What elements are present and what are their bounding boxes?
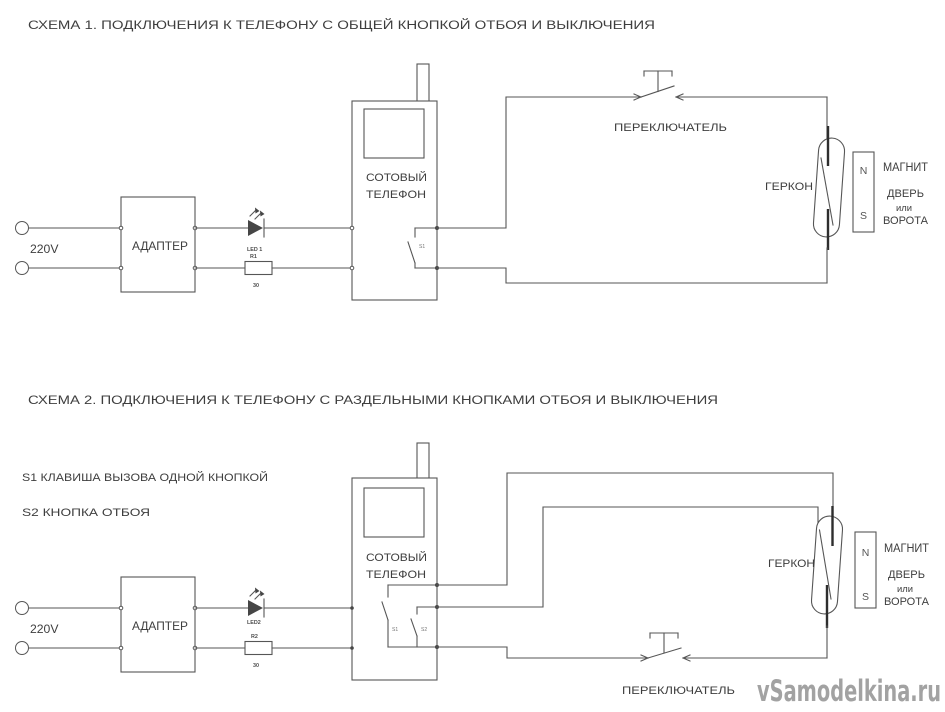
note-s1: S1 КЛАВИША ВЫЗОВА ОДНОЙ КНОПКОЙ — [22, 471, 268, 484]
phone-screen — [363, 108, 425, 159]
scheme1-title: СХЕМА 1. ПОДКЛЮЧЕНИЯ К ТЕЛЕФОНУ С ОБЩЕЙ … — [28, 17, 655, 32]
reed-label: ГЕРКОН — [768, 558, 815, 570]
reed-label: ГЕРКОН — [765, 181, 813, 193]
power-source-1: 220V — [15, 221, 122, 275]
adapter-box — [120, 196, 196, 293]
terminal-icon — [15, 261, 29, 275]
terminal-icon — [15, 641, 29, 655]
voltage-label: 220V — [30, 622, 59, 636]
magnet-2: N S МАГНИТ ДВЕРЬ или ВОРОТА — [854, 531, 930, 609]
resistor-icon — [244, 640, 273, 656]
scheme2-title: СХЕМА 2. ПОДКЛЮЧЕНИЯ К ТЕЛЕФОНУ С РАЗДЕЛ… — [28, 393, 718, 407]
resistor-icon — [244, 260, 273, 276]
led-icon — [248, 220, 263, 236]
toggle-switch-2: ПЕРЕКЛЮЧАТЕЛЬ — [436, 632, 828, 697]
phone-screen — [363, 487, 425, 538]
magnet-label: МАГНИТ — [883, 162, 928, 174]
note-s2: S2 КНОПКА ОТБОЯ — [22, 507, 150, 519]
phone-label-1: СОТОВЫЙ — [366, 171, 427, 184]
toggle-switch-1: ПЕРЕКЛЮЧАТЕЛЬ — [436, 70, 828, 229]
terminal-icon — [15, 601, 29, 615]
door-label-1: ДВЕРЬ — [888, 569, 925, 581]
phone-1: СОТОВЫЙ ТЕЛЕФОН S1 — [349, 63, 439, 301]
adapter-label: АДАПТЕР — [132, 241, 188, 253]
door-label-3: ВОРОТА — [883, 215, 929, 227]
reed-switch-1: ГЕРКОН — [436, 96, 846, 284]
toggle-label: ПЕРЕКЛЮЧАТЕЛЬ — [622, 685, 735, 697]
switch-s2-icon: S2 — [410, 606, 438, 648]
resistor-2: R2 30 — [194, 634, 353, 669]
phone-label-2: ТЕЛЕФОН — [366, 189, 426, 201]
door-label-3: ВОРОТА — [884, 596, 930, 608]
door-label-2: или — [897, 584, 913, 594]
antenna-icon — [416, 442, 430, 480]
magnet-icon — [854, 531, 877, 609]
magnet-1: N S МАГНИТ ДВЕРЬ или ВОРОТА — [852, 151, 929, 233]
adapter-label: АДАПТЕР — [132, 621, 188, 633]
phone-switch-icon: S1 — [407, 227, 438, 269]
watermark: vSamodelkina.ru — [757, 674, 941, 708]
phone-2: СОТОВЫЙ ТЕЛЕФОН S1 S2 — [350, 442, 439, 681]
terminal-icon — [15, 221, 29, 235]
antenna-icon — [416, 63, 430, 103]
resistor-label: R1 — [250, 254, 257, 260]
phone-label-1: СОТОВЫЙ — [366, 551, 427, 564]
led-1: LED 1 — [194, 207, 353, 253]
resistor-1: R1 30 — [194, 254, 353, 289]
wiring-2 — [436, 472, 834, 608]
reed-switch-2: ГЕРКОН — [768, 506, 844, 659]
phone-label-2: ТЕЛЕФОН — [366, 569, 426, 581]
led-label: LED 1 — [247, 247, 262, 253]
magnet-s: S — [862, 591, 869, 603]
power-source-2: 220V — [15, 601, 122, 655]
reed-capsule-icon — [810, 515, 844, 615]
scheme1: СХЕМА 1. ПОДКЛЮЧЕНИЯ К ТЕЛЕФОНУ С ОБЩЕЙ … — [15, 17, 929, 301]
led-icon — [248, 600, 263, 616]
scheme2: СХЕМА 2. ПОДКЛЮЧЕНИЯ К ТЕЛЕФОНУ С РАЗДЕЛ… — [15, 393, 930, 697]
phone-switch-label: S1 — [419, 244, 425, 250]
door-label-2: или — [896, 203, 912, 213]
door-label-1: ДВЕРЬ — [887, 188, 924, 200]
switch-s1-label: S1 — [392, 627, 398, 633]
adapter-2: АДАПТЕР — [118, 576, 198, 673]
led-2: LED2 — [194, 587, 353, 626]
led-label: LED2 — [247, 620, 261, 626]
resistor-value: 30 — [253, 663, 259, 669]
adapter-1: АДАПТЕР — [118, 196, 198, 293]
resistor-value: 30 — [253, 283, 259, 289]
magnet-icon — [852, 151, 875, 233]
switch-s1-icon: S1 — [381, 584, 438, 648]
resistor-label: R2 — [251, 634, 258, 640]
adapter-box — [120, 576, 196, 673]
voltage-label: 220V — [30, 242, 59, 256]
toggle-label: ПЕРЕКЛЮЧАТЕЛЬ — [614, 122, 727, 134]
reed-capsule-icon — [812, 137, 846, 238]
magnet-s: S — [860, 210, 867, 222]
switch-s2-label: S2 — [421, 627, 427, 633]
magnet-n: N — [862, 547, 870, 559]
magnet-n: N — [860, 165, 868, 177]
magnet-label: МАГНИТ — [884, 543, 929, 555]
